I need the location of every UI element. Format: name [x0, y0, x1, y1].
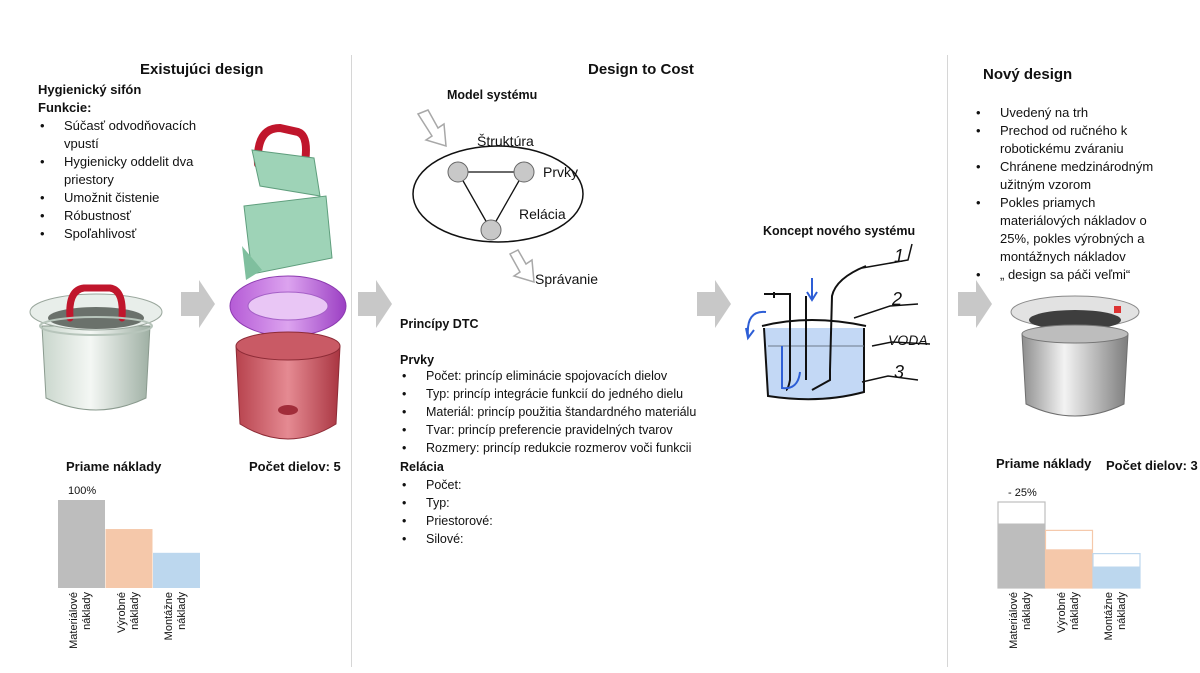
- chart-annotation: - 25%: [1008, 487, 1037, 499]
- prvky-item: Typ: princíp integrácie funkcií do jedné…: [400, 385, 740, 403]
- prvky-item: Tvar: princíp preferencie pravidelných t…: [400, 421, 740, 439]
- prvky-item: Rozmery: princíp redukcie rozmerov voči …: [400, 439, 740, 457]
- system-model-title: Model systému: [447, 88, 538, 102]
- principles-title: Princípy DTC: [400, 317, 479, 331]
- new-design-bullet: Uvedený na trh: [974, 104, 1170, 122]
- concept-sketch: [745, 243, 931, 401]
- category-label: Materiálové náklady: [1008, 592, 1033, 649]
- category-label: Výrobné náklady: [1055, 592, 1081, 633]
- cost-bar: [1045, 549, 1093, 588]
- sketch-label-voda: VODA: [888, 332, 928, 348]
- cost-chart-existing: 100%: [58, 485, 200, 588]
- relacia-item: Silové:: [400, 530, 600, 548]
- new-design-bullet: Prechod od ručného k robotickému zvárani…: [974, 122, 1170, 158]
- new-design-title: Nový design: [983, 66, 1073, 83]
- parts-count: Počet dielov: 3: [1106, 458, 1198, 473]
- function-item: Súčasť odvodňovacích vpustí: [38, 117, 223, 153]
- sketch-label-3: 3: [894, 362, 905, 382]
- existing-design-title: Existujúci design: [140, 61, 264, 78]
- functions-label: Funkcie:: [38, 100, 92, 115]
- chart-annotation: 100%: [68, 485, 96, 497]
- hollow-arrow-in-icon: [416, 109, 447, 148]
- column-divider-right: [947, 55, 948, 667]
- cost-title: Priame náklady: [996, 456, 1092, 471]
- exploded-view-image: [229, 123, 347, 440]
- relacia-item: Typ:: [400, 494, 600, 512]
- relacia-item: Priestorové:: [400, 512, 600, 530]
- cost-bar: [998, 523, 1045, 588]
- system-model-diagram: [412, 109, 584, 284]
- arrow-right-icon: [958, 280, 992, 328]
- label-structure: Štruktúra: [477, 133, 534, 149]
- function-item: Róbustnosť: [38, 207, 223, 225]
- dtc-title: Design to Cost: [588, 61, 694, 78]
- cost-bar: [153, 552, 200, 588]
- function-item: Umožnit čistenie: [38, 189, 223, 207]
- category-label: Výrobné náklady: [115, 592, 141, 633]
- function-item: Spoľahlivosť: [38, 225, 223, 243]
- functions-list: Súčasť odvodňovacích vpustí Hygienicky o…: [38, 117, 223, 243]
- prvky-title: Prvky: [400, 353, 435, 367]
- cost-bar: [105, 529, 153, 588]
- new-design-bullet: „ design sa páči veľmi“: [974, 266, 1170, 284]
- new-design-bullets: Uvedený na trh Prechod od ručného k robo…: [974, 104, 1170, 284]
- relacia-item: Počet:: [400, 476, 600, 494]
- hollow-arrow-out-icon: [508, 249, 535, 284]
- function-item: Hygienicky oddelit dva priestory: [38, 153, 223, 189]
- cost-chart-new: - 25%: [997, 487, 1141, 589]
- label-behavior: Správanie: [535, 271, 599, 287]
- relacia-list: Počet: Typ: Priestorové: Silové:: [400, 476, 600, 548]
- concept-title: Koncept nového systému: [763, 224, 916, 238]
- category-label: Montážne náklady: [1103, 592, 1128, 641]
- relacia-title: Relácia: [400, 460, 444, 474]
- existing-siphon-image: [29, 284, 163, 411]
- new-siphon-image: [1010, 295, 1140, 417]
- label-relation: Relácia: [519, 206, 566, 222]
- category-label: Montážne náklady: [163, 592, 188, 641]
- parts-count: Počet dielov: 5: [249, 459, 341, 474]
- label-elements: Prvky: [543, 164, 578, 180]
- cost-bar: [1093, 566, 1140, 588]
- cost-bar: [58, 500, 105, 588]
- column-divider-left: [351, 55, 352, 667]
- arrow-right-icon: [181, 280, 215, 328]
- arrow-right-icon: [358, 280, 392, 328]
- sketch-label-2: 2: [892, 289, 903, 309]
- prvky-list: Počet: princíp eliminácie spojovacích di…: [400, 367, 740, 457]
- sketch-label-1: 1: [894, 246, 905, 266]
- new-design-bullet: Chránene medzinárodným užitným vzorom: [974, 158, 1170, 194]
- new-design-bullet: Pokles priamych materiálových nákladov o…: [974, 194, 1170, 266]
- prvky-item: Počet: princíp eliminácie spojovacích di…: [400, 367, 740, 385]
- prvky-item: Materiál: princíp použitia štandardného …: [400, 403, 740, 421]
- cost-title: Priame náklady: [66, 459, 162, 474]
- product-name: Hygienický sifón: [38, 82, 142, 97]
- arrow-right-icon: [697, 280, 731, 328]
- category-label: Materiálové náklady: [68, 592, 93, 649]
